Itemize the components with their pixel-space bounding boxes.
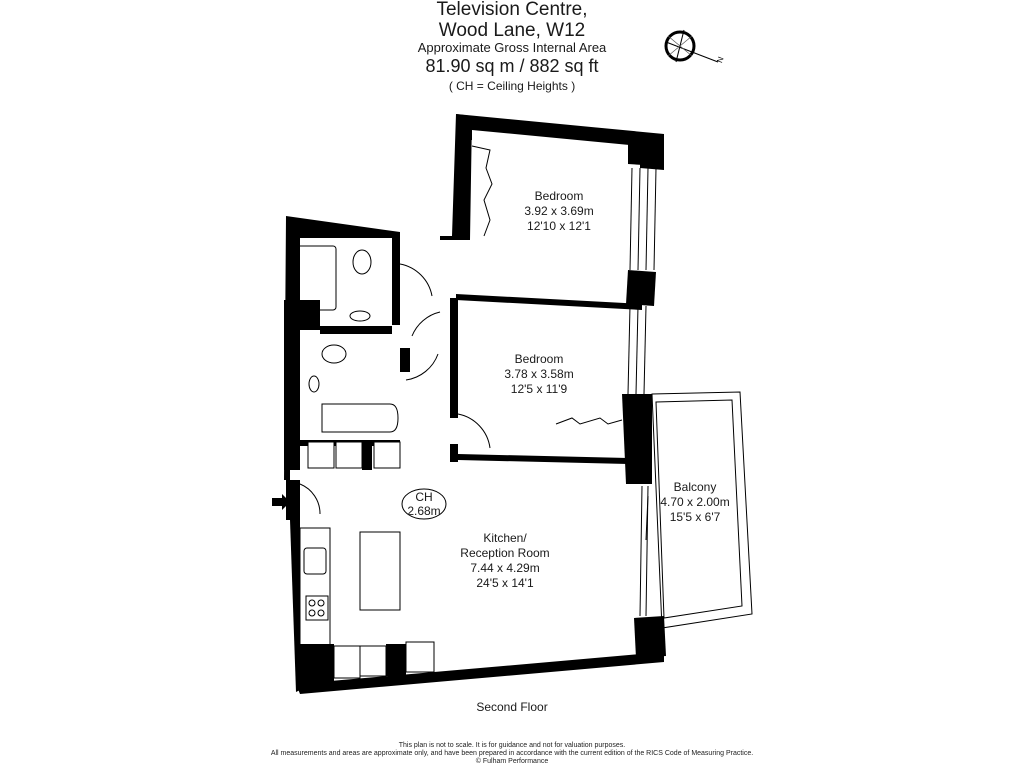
bathroom-fixtures (295, 245, 441, 433)
shower-tray-icon (295, 245, 337, 311)
kitchen-fixtures (299, 527, 435, 679)
wardrobes (471, 145, 623, 425)
room-bedroom-1-name: Bedroom (535, 189, 584, 203)
windows (627, 167, 657, 617)
doors (299, 413, 649, 541)
basin-icon (308, 375, 320, 393)
room-balcony-name: Balcony (674, 480, 717, 494)
balcony-outline (651, 391, 753, 629)
compass-icon: N (664, 29, 726, 64)
storage-cupboards (307, 441, 401, 469)
room-kitchen-name-1: Kitchen/ (483, 531, 527, 545)
compass-north-label: N (715, 55, 726, 64)
ceiling-height-legend: ( CH = Ceiling Heights ) (448, 79, 576, 93)
disclaimer-line2: All measurements and areas are approxima… (270, 750, 754, 757)
room-bedroom-2-metric: 3.78 x 3.58m (504, 367, 573, 381)
room-kitchen-imperial: 24'5 x 14'1 (476, 576, 534, 590)
room-balcony-metric: 4.70 x 2.00m (660, 495, 729, 509)
toilet-icon (321, 344, 347, 364)
walls (284, 114, 666, 694)
property-title-line1: Television Centre, (436, 0, 588, 20)
ceiling-height-value: 2.68m (407, 504, 440, 518)
sink-icon (303, 547, 327, 575)
room-bedroom-1-metric: 3.92 x 3.69m (524, 204, 593, 218)
entrance-arrow-icon (272, 494, 290, 510)
room-balcony-imperial: 15'5 x 6'7 (670, 510, 721, 524)
toilet-icon (352, 249, 372, 275)
bathtub-icon (321, 403, 399, 433)
room-kitchen-metric: 7.44 x 4.29m (470, 561, 539, 575)
area-label: Approximate Gross Internal Area (417, 40, 607, 55)
ceiling-height-badge (401, 488, 447, 520)
area-value: 81.90 sq m / 882 sq ft (425, 56, 599, 76)
room-bedroom-1-imperial: 12'10 x 12'1 (527, 219, 591, 233)
counter (299, 527, 331, 649)
room-kitchen-name-2: Reception Room (460, 546, 549, 560)
hob-icon (305, 595, 329, 621)
disclaimer-copyright: © Fulham Performance (475, 758, 549, 765)
basin-icon (349, 310, 371, 322)
kitchen-island (359, 531, 401, 611)
floor-label: Second Floor (476, 700, 548, 714)
room-bedroom-2-imperial: 12'5 x 11'9 (511, 382, 568, 396)
property-title-line2: Wood Lane, W12 (438, 20, 586, 41)
disclaimer-line1: This plan is not to scale. It is for gui… (398, 742, 626, 749)
room-bedroom-2-name: Bedroom (515, 352, 564, 366)
ceiling-height-label: CH (415, 490, 432, 504)
